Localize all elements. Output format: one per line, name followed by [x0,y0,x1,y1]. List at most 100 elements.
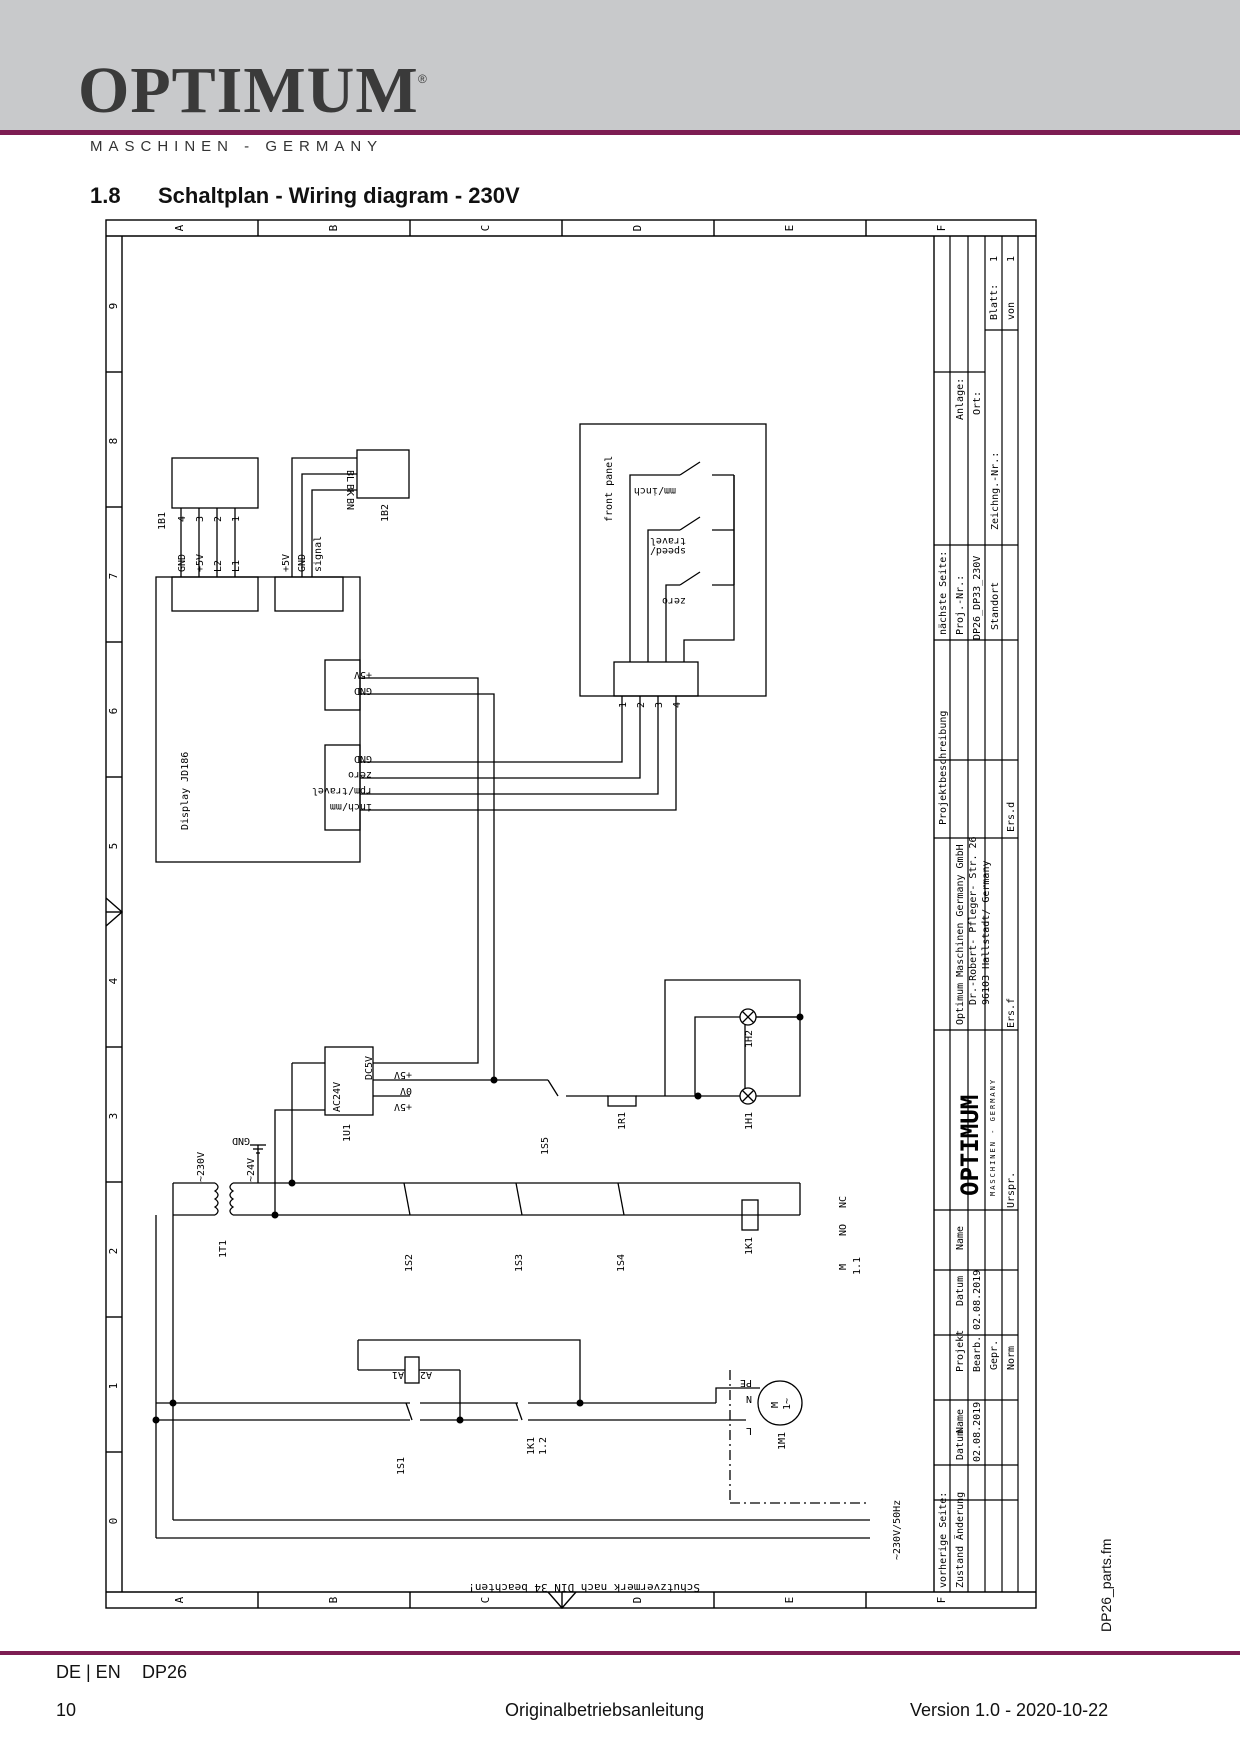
row-label-7: 7 [107,573,120,580]
row-label-8: 8 [107,438,120,445]
tb-logo-sub: MASCHINEN - GERMANY [989,1078,997,1196]
label-1s4: 1S4 [616,1254,627,1272]
tb-von: von [1006,302,1017,320]
switch-symbols [403,1182,625,1421]
tb-date-2: 02.08.2019 [972,1402,983,1462]
grid-column-labels: A B C D E F A B C D E F [173,224,948,1603]
label-contact-nc: NC [838,1196,849,1208]
display-conn-power [324,659,361,711]
label-power-5v: +5V [354,669,372,680]
col-label-a-top: A [173,224,186,231]
row-label-4: 4 [107,977,120,984]
label-panel-rpm: rpm/travel [312,785,372,796]
label-motor: 1M1 [777,1432,788,1450]
label-1s2: 1S2 [404,1254,415,1272]
label-sw-speed: speed/ [650,545,686,556]
label-1b1-l2: L2 [213,560,224,572]
display-conn-1b2 [274,576,344,612]
label-1s1: 1S1 [396,1457,407,1475]
label-panel-gnd: GND [354,753,372,764]
s1-coil [404,1356,420,1384]
sensor-1b1-box [171,457,259,509]
tb-date: 02.08.2019 [972,1270,983,1330]
title-block-text: Blatt: 1 von 1 Anlage: Ort: Zeichng.-Nr.… [938,256,1017,1588]
label-display-signal: signal [313,536,324,572]
front-panel-terminal [613,661,699,697]
footer-accent-line [0,1651,1240,1655]
label-1k1-contact: 1K1 [526,1437,537,1455]
label-rail-5v-bottom: +5V [394,1101,412,1112]
col-label-d-top: D [631,225,644,232]
label-display-gnd: GND [297,554,308,572]
tb-proj-nr: Proj.-Nr.: [955,575,966,635]
tb-company-street: Dr.-Robert- Pfleger- Str. 26 [968,836,979,1005]
label-1k1: 1K1 [744,1237,755,1255]
col-label-c-bottom: C [479,1597,492,1604]
optimum-logo: OPTIMUM [78,54,419,127]
row-label-3: 3 [107,1113,120,1120]
label-1b2-bk: BK [344,484,355,496]
col-label-e-bottom: E [783,1597,796,1604]
component-labels: 1B1 4 3 2 1 GND +5V L2 L1 +5V GND signal… [157,456,903,1594]
label-fp-term-4: 4 [672,702,683,708]
tb-blatt: Blatt: [989,284,1000,320]
tb-ersd: Ers.d [1006,802,1017,832]
resistor-1r1 [607,1095,637,1107]
label-psu-dc5v: DC5V [364,1056,375,1080]
footer-version: Version 1.0 - 2020-10-22 [910,1700,1109,1720]
label-1b1: 1B1 [157,512,168,530]
col-label-f-bottom: F [935,1597,948,1604]
tb-zeichnungs-nr: Zeichng.-Nr.: [990,452,1001,530]
psu-1u1-box [324,1046,374,1116]
col-label-a-bottom: A [173,1596,186,1603]
label-contact-ref: 1.1 [852,1257,863,1275]
row-label-2: 2 [107,1248,120,1255]
row-label-0: 0 [107,1518,120,1525]
sensor-1b2-box [356,449,410,499]
section-number: 1.8 [90,183,121,208]
wires [155,457,870,1539]
component-boxes [155,423,767,1384]
label-motor-phase: 1~ [782,1398,793,1410]
row-label-1: 1 [107,1383,120,1390]
label-sw-travel: travel [650,535,686,546]
label-fp-term-3: 3 [654,702,665,708]
tb-ort: Ort: [972,391,983,415]
grid-row-labels: 9 8 7 6 5 4 3 2 1 0 [107,303,120,1525]
tb-zustand: Zustand [955,1546,966,1588]
title-block-lines [934,236,1019,1592]
tb-gepr: Gepr. [989,1340,1000,1370]
tb-aenderung: Änderung [953,1492,966,1540]
col-label-d-bottom: D [631,1597,644,1604]
section-title: Schaltplan - Wiring diagram - 230V [158,183,520,208]
tb-standort: Standort [990,582,1001,630]
din-note: Schutzvermerk nach DIN 34 beachten! [468,1581,700,1594]
label-gnd: GND [232,1135,250,1146]
tb-ersf: Ers.f [1006,998,1017,1028]
tb-anlage: Anlage: [955,378,966,420]
label-1h2: 1H2 [744,1030,755,1048]
label-1h1: 1H1 [744,1112,755,1130]
col-label-c-top: C [479,225,492,232]
label-1s5: 1S5 [540,1137,551,1155]
label-power-gnd: GND [354,685,372,696]
label-1b1-5v: +5V [195,554,206,572]
row-label-9: 9 [107,303,120,310]
junction-dots [152,1013,804,1424]
side-file-label: DP26_parts.fm [1098,1538,1114,1632]
tb-name-header-2: Name [955,1409,966,1433]
tb-name-header: Name [955,1226,966,1250]
col-label-f-top: F [935,225,948,232]
label-1b1-pin-3: 3 [195,516,206,522]
footer-language: DE | EN [56,1662,121,1682]
label-sw-zero: zero [662,595,686,606]
row-label-5: 5 [107,843,120,850]
label-motor-n: N [746,1393,752,1404]
label-rail-0v: 0V [400,1085,412,1096]
label-contact-no: NO [838,1224,849,1236]
label-1k1-contact-ref: 1.2 [538,1437,549,1455]
header-band [0,0,1240,130]
label-motor-l: L [746,1425,752,1436]
tb-von-value: 1 [1006,256,1017,262]
tb-urspr: Urspr. [1006,1172,1017,1208]
